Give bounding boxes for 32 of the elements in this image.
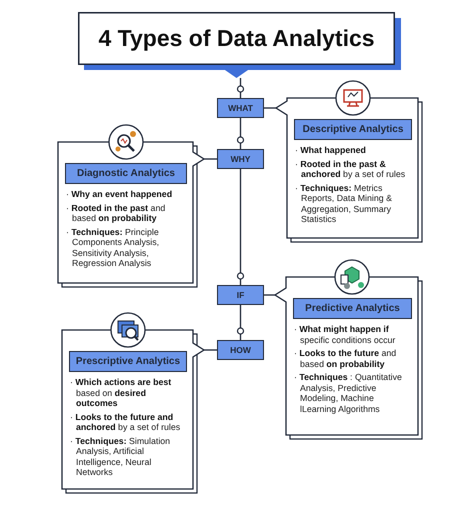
- bullet-text: · Rooted in the past & anchored by a set of rules: [295, 158, 406, 180]
- bullet-text: · Looks to the future and based on probability: [294, 348, 398, 370]
- bullet-text: · Techniques: Principle Components Analysis, Sensitivity Analysis, Regression Analysis: [66, 226, 160, 269]
- analytics-card: [276, 98, 422, 242]
- bullet-text: · Techniques: Metrics Reports, Data Mining & Aggregation, Summary Statistics: [295, 182, 393, 225]
- bullet-text: · Techniques : Quantitative Analysis, Predictive Modeling, Machine lLearning Algorithms: [294, 372, 403, 414]
- card-heading: Descriptive Analytics: [294, 119, 412, 140]
- analytics-card: [62, 330, 204, 493]
- bullet-text: · Looks to the future and anchored by a set of rules: [70, 412, 182, 433]
- step-box: IF: [217, 285, 264, 305]
- connector-line: [264, 107, 276, 109]
- card-heading: Prescriptive Analytics: [69, 351, 187, 372]
- connector-line: [236, 78, 244, 98]
- bullet-text: · What might happen if specific conditions occur: [294, 324, 396, 346]
- step-box: HOW: [217, 340, 264, 360]
- bullet-text: · Rooted in the past and based on probability: [66, 202, 166, 224]
- bullet-text: · What happened: [295, 145, 367, 156]
- connector-line: [236, 305, 244, 340]
- card-heading: Diagnostic Analytics: [65, 163, 187, 184]
- connector-line: [204, 349, 217, 351]
- bullet-text: · Why an event happened: [66, 189, 174, 200]
- connector-line: [204, 158, 217, 160]
- step-box: WHY: [217, 149, 264, 169]
- connector-line: [264, 294, 275, 296]
- analytics-card: [58, 142, 204, 287]
- analytics-card: [275, 277, 422, 439]
- card-heading: Predictive Analytics: [293, 298, 412, 319]
- connector-line: [236, 118, 244, 149]
- step-box: WHAT: [217, 98, 264, 118]
- bullet-text: · Techniques: Simulation Analysis, Artificial Intelligence, Neural Networks: [70, 436, 172, 478]
- bullet-text: · Which actions are best based on desired outcomes: [70, 377, 172, 409]
- connector-line: [236, 169, 244, 285]
